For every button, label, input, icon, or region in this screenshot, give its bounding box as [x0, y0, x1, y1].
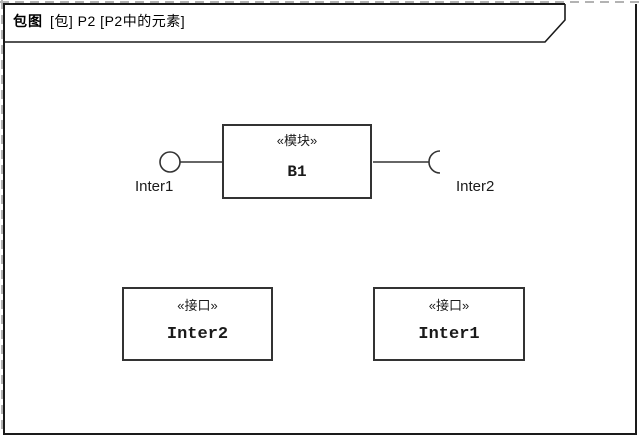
block-stereotype: «模块» — [276, 133, 318, 148]
interface-box-inter1[interactable]: «接口» Inter1 — [373, 287, 525, 361]
frame-title[interactable]: 包图 [包] P2 [P2中的元素] — [13, 12, 185, 31]
interface-stereotype: «接口» — [428, 298, 470, 313]
socket-required-interface-icon[interactable] — [428, 150, 441, 174]
interface-name: Inter1 — [418, 325, 480, 344]
block-b1[interactable]: «模块» B1 — [222, 124, 372, 199]
interface-box-inter2[interactable]: «接口» Inter2 — [122, 287, 273, 361]
provided-interface-label[interactable]: Inter1 — [135, 178, 174, 195]
selection-marquee-top — [0, 1, 644, 3]
required-interface-label[interactable]: Inter2 — [456, 178, 495, 195]
block-name: B1 — [287, 163, 307, 181]
ball-provided-interface-icon[interactable] — [159, 151, 181, 173]
frame-title-text: [包] P2 [P2中的元素] — [50, 13, 186, 29]
interface-name: Inter2 — [166, 325, 229, 344]
frame-title-tab-outline[interactable] — [4, 4, 566, 43]
diagram-frame-border[interactable] — [3, 3, 637, 435]
selection-marquee-left — [1, 0, 3, 432]
frame-title-keyword: 包图 — [13, 13, 43, 29]
interface-stereotype: «接口» — [177, 298, 218, 313]
